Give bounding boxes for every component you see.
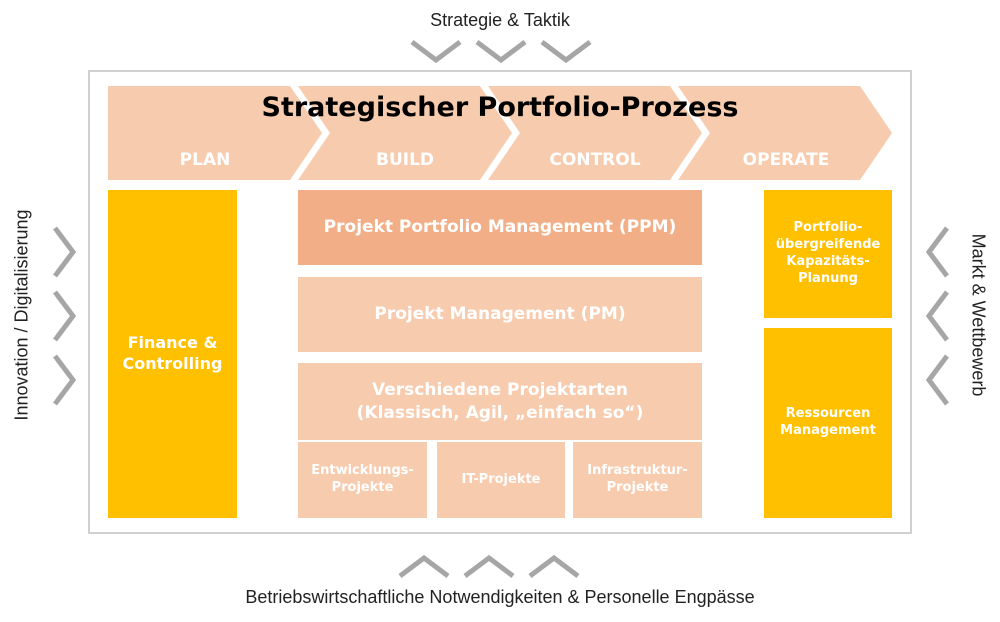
chevron-down-icon [540,40,592,64]
chevron-left-icon [925,354,949,406]
finance-controlling-box: Finance & Controlling [108,190,237,518]
phase-arrow-build [298,86,512,180]
external-factor-bottom: Betriebswirtschaftliche Notwendigkeiten … [245,587,755,607]
phase-label-control: CONTROL [549,150,641,170]
chevron-left-icon [925,226,949,278]
project-types-line2: (Klassisch, Agil, „einfach so“) [356,402,644,423]
phase-arrow-operate [678,86,892,180]
project-types-line1: Verschiedene Projektarten [372,380,628,401]
external-factor-right: Markt & Wettbewerb [968,233,989,397]
infrastructure-projects-box: Infrastruktur-Projekte [573,442,702,518]
capacity-planning-box: Portfolio-übergreifende Kapazitäts-Planu… [764,190,892,318]
process-frame [88,70,912,534]
external-factor-top: Strategie & Taktik [430,10,570,30]
project-types-box: Verschiedene Projektarten (Klassisch, Ag… [298,363,702,440]
chevron-down-icon [410,40,462,64]
phase-arrow-plan [108,86,322,180]
phase-label-operate: OPERATE [742,150,830,170]
chevron-left-icon [925,290,949,342]
chevron-up-icon [528,554,580,578]
chevron-up-icon [463,554,515,578]
development-projects-box: Entwicklungs-Projekte [298,442,427,518]
chevron-right-icon [53,354,77,406]
chevron-right-icon [53,226,77,278]
ppm-box: Projekt Portfolio Management (PPM) [298,190,702,265]
resource-management-box: Ressourcen Management [764,328,892,518]
external-factor-left: Innovation / Digitalisierung [11,209,32,421]
chevron-down-icon [475,40,527,64]
chevron-up-icon [398,554,450,578]
phase-arrow-control [488,86,702,180]
chevron-right-icon [53,290,77,342]
it-projects-box: IT-Projekte [437,442,565,518]
phase-label-plan: PLAN [179,150,231,170]
phase-label-build: BUILD [375,150,435,170]
pm-box: Projekt Management (PM) [298,277,702,352]
process-title: Strategischer Portfolio-Prozess [261,92,739,123]
